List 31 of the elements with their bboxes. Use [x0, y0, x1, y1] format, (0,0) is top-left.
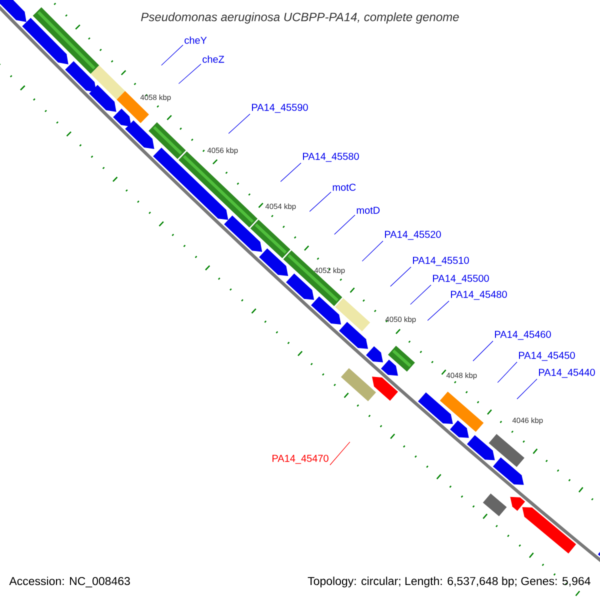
- gene-label: cheZ: [202, 55, 224, 63]
- leader-line: [309, 192, 332, 212]
- gene-label: motD: [356, 206, 380, 214]
- leader-line: [497, 362, 518, 383]
- gene-label: PA14_45500: [433, 274, 489, 284]
- leader-line: [516, 378, 538, 400]
- leader-line: [280, 162, 302, 182]
- leader-line: [472, 340, 494, 362]
- leader-line: [161, 44, 184, 66]
- gene-label: PA14_45470: [272, 454, 328, 464]
- gene-label: PA14_45460: [495, 330, 551, 340]
- leader-line: [410, 284, 432, 305]
- leader-line: [362, 240, 384, 262]
- accession-text: Accession: NC_008463: [9, 576, 130, 588]
- leader-line: [178, 64, 202, 84]
- gene-label: motC: [332, 184, 356, 191]
- genome-info-text: Topology: circular; Length: 6,537,648 bp; Genes: 5,964: [308, 576, 590, 588]
- title: Pseudomonas aeruginosa UCBPP-PA14, complete genome: [141, 12, 459, 24]
- leader-line: [427, 300, 450, 321]
- leader-line: [228, 114, 250, 134]
- gene-label: PA14_45520: [385, 230, 441, 240]
- gene-label: cheY: [184, 36, 207, 44]
- gene-label: PA14_45580: [303, 152, 359, 162]
- gene-label: PA14_45480: [451, 290, 507, 300]
- gene-label: PA14_45510: [413, 256, 469, 266]
- leader-line: [390, 266, 412, 287]
- leader-line: [334, 214, 356, 235]
- gene-label: PA14_45440: [539, 368, 595, 378]
- gene-label: PA14_45590: [252, 104, 308, 113]
- leader-line: [330, 442, 350, 466]
- gene-label: PA14_45450: [519, 352, 575, 361]
